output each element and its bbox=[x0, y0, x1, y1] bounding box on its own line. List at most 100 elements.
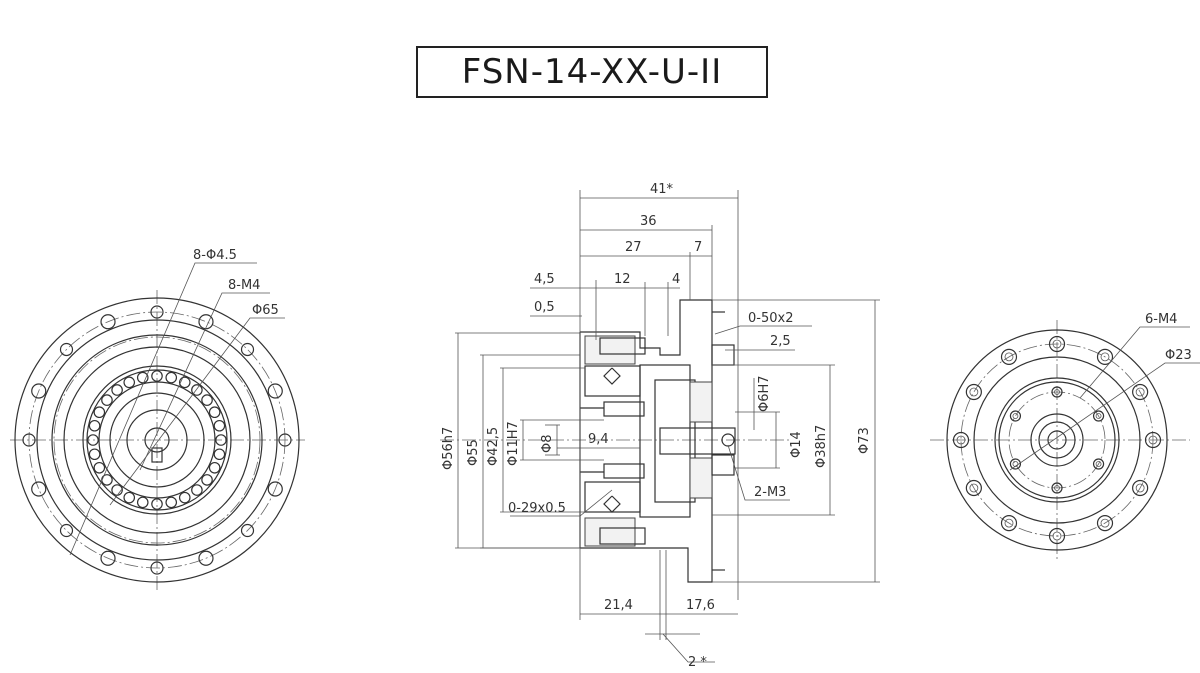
mount-hole bbox=[198, 314, 214, 330]
rear-tapped-hole bbox=[1051, 386, 1063, 398]
tapped-hole bbox=[240, 342, 255, 357]
left-leaders: 8-Φ4.5 8-M4 Φ65 bbox=[69, 248, 285, 556]
rear-bolt-hole bbox=[1144, 431, 1162, 449]
dim-2: 2 * bbox=[688, 655, 707, 670]
label-r-d23: Φ23 bbox=[1165, 348, 1192, 363]
bearing-roller bbox=[208, 406, 221, 419]
dim-d11: Φ11H7 bbox=[506, 421, 521, 466]
tapped-hole bbox=[278, 433, 292, 447]
model-title: FSN-14-XX-U-II bbox=[461, 52, 723, 92]
bearing-roller bbox=[88, 448, 101, 461]
mount-hole bbox=[100, 314, 116, 330]
dim-d56: Φ56h7 bbox=[441, 427, 456, 470]
dim-d6: Φ6H7 bbox=[757, 375, 772, 412]
bearing-roller bbox=[215, 434, 227, 446]
label-oring1: 0-50x2 bbox=[748, 311, 793, 326]
dim-4: 4 bbox=[672, 272, 680, 287]
rear-bolt-hole-inner bbox=[1004, 518, 1014, 528]
rear-bolt-hole-inner bbox=[1052, 531, 1062, 541]
rear-bolt-hole bbox=[1096, 348, 1114, 365]
rear-bolt-hole-inner bbox=[1100, 518, 1110, 528]
dim-9-4: 9,4 bbox=[588, 432, 609, 447]
bearing-roller bbox=[208, 461, 221, 474]
dim-d38: Φ38h7 bbox=[814, 425, 829, 468]
rear-tapped-hole bbox=[1009, 410, 1022, 422]
bearing-roller bbox=[201, 394, 213, 406]
label-r-m4: 6-M4 bbox=[1145, 312, 1177, 327]
rear-bolt-hole bbox=[952, 431, 970, 449]
rear-tapped-hole-inner bbox=[1012, 461, 1019, 467]
rear-bolt-hole bbox=[965, 479, 982, 497]
dim-d73: Φ73 bbox=[857, 427, 872, 454]
dim-12: 12 bbox=[614, 272, 631, 287]
rear-bolt-hole bbox=[1048, 335, 1066, 353]
middle-section-view bbox=[440, 299, 790, 583]
rear-bolt-hole-inner bbox=[1148, 435, 1158, 445]
dim-0-5: 0,5 bbox=[534, 300, 555, 315]
tapped-hole bbox=[59, 523, 74, 538]
dim-4-5: 4,5 bbox=[534, 272, 555, 287]
dim-d8: Φ8 bbox=[540, 434, 555, 453]
rear-bolt-hole bbox=[1096, 515, 1114, 532]
tapped-hole bbox=[59, 342, 74, 357]
rear-bolt-hole-inner bbox=[1100, 352, 1110, 362]
dim-21-4: 21,4 bbox=[604, 598, 633, 613]
label-m4: 8-M4 bbox=[228, 278, 260, 293]
mount-hole bbox=[198, 550, 214, 566]
bearing-roller bbox=[111, 384, 123, 396]
bearing-roller bbox=[88, 419, 101, 432]
bearing-roller bbox=[165, 496, 178, 509]
bearing-roller bbox=[123, 376, 136, 389]
bearing-roller bbox=[191, 384, 203, 396]
bearing-roller bbox=[93, 406, 106, 419]
rear-bolt-hole bbox=[965, 383, 982, 401]
rear-tapped-hole bbox=[1092, 458, 1105, 470]
bearing-roller bbox=[191, 484, 203, 496]
rear-bolt-hole-inner bbox=[956, 435, 966, 445]
mount-hole bbox=[267, 383, 283, 399]
label-d65: Φ65 bbox=[252, 303, 279, 318]
rear-bolt-hole-inner bbox=[969, 483, 979, 493]
tapped-hole bbox=[22, 433, 36, 447]
tapped-hole bbox=[150, 561, 164, 575]
bearing-roller bbox=[87, 434, 99, 446]
dim-d42-5: Φ42,5 bbox=[486, 427, 501, 466]
tapped-hole bbox=[240, 523, 255, 538]
dim-36: 36 bbox=[640, 214, 657, 229]
middle-dimensions: 41* 36 27 7 4,5 12 4 0,5 0-50x2 2,5 bbox=[441, 182, 880, 670]
bearing-roller bbox=[101, 394, 113, 406]
rear-bolt-hole bbox=[1132, 479, 1149, 497]
label-holes: 8-Φ4.5 bbox=[193, 248, 237, 263]
bearing-roller bbox=[178, 376, 191, 389]
rear-tapped-hole-inner bbox=[1054, 485, 1060, 491]
left-front-view bbox=[10, 290, 305, 590]
right-rear-view bbox=[930, 320, 1190, 560]
dim-2-5: 2,5 bbox=[770, 334, 791, 349]
rear-bolt-hole bbox=[1000, 515, 1018, 532]
bearing-roller bbox=[151, 370, 163, 382]
rear-tapped-hole bbox=[1009, 458, 1022, 470]
mount-hole bbox=[31, 481, 47, 497]
bearing-roller bbox=[151, 498, 163, 510]
dim-d55: Φ55 bbox=[466, 439, 481, 466]
rear-bolt-hole-inner bbox=[1004, 352, 1014, 362]
rear-tapped-hole bbox=[1051, 482, 1063, 494]
bearing-roller bbox=[93, 461, 106, 474]
dim-total: 41* bbox=[650, 182, 674, 197]
dim-27: 27 bbox=[625, 240, 642, 255]
bearing-roller bbox=[213, 448, 226, 461]
rear-bolt-hole-inner bbox=[1052, 339, 1062, 349]
tapped-hole bbox=[150, 305, 164, 319]
bearing-roller bbox=[201, 474, 213, 486]
rear-bolt-hole bbox=[1132, 383, 1149, 401]
rear-bolt-hole-inner bbox=[1135, 483, 1145, 493]
right-leaders: 6-M4 Φ23 bbox=[1009, 312, 1200, 471]
bearing-roller bbox=[213, 419, 226, 432]
mount-hole bbox=[31, 383, 47, 399]
rear-bolt-hole-inner bbox=[1135, 387, 1145, 397]
rear-tapped-hole-inner bbox=[1095, 413, 1102, 419]
dim-d14: Φ14 bbox=[789, 431, 804, 458]
dim-7: 7 bbox=[694, 240, 702, 255]
